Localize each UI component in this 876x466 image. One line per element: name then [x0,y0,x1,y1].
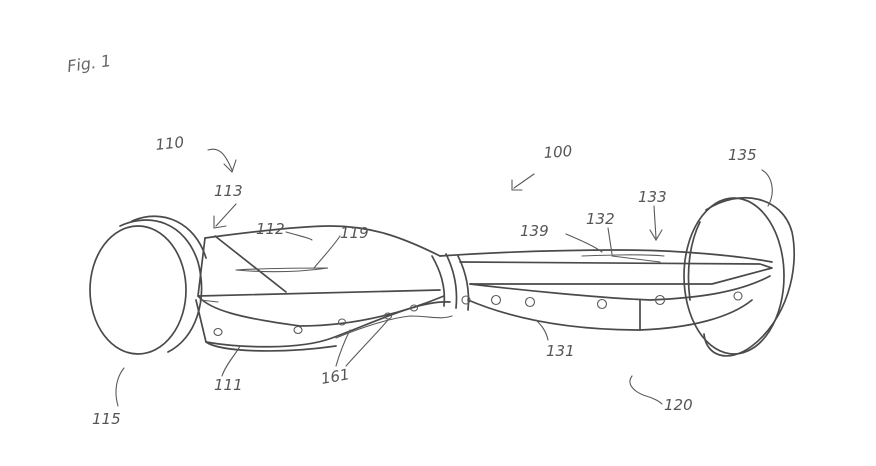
right-wheel [683,196,796,357]
label-100: 100 [543,142,573,162]
board-body [195,225,773,352]
label-113: 113 [214,182,243,200]
label-139: 139 [520,222,549,240]
left-wheel [89,215,207,355]
label-131: 131 [546,342,575,360]
label-133: 133 [638,188,667,206]
label-119: 119 [340,224,369,242]
label-112: 112 [256,220,285,238]
label-110: 110 [155,133,185,154]
label-115: 115 [92,410,121,428]
label-132: 132 [586,210,615,228]
label-111: 111 [214,376,243,394]
vent-holes [213,291,743,337]
figure-label: Fig. 1 [66,51,112,76]
label-120: 120 [664,396,693,414]
label-135: 135 [728,146,757,164]
reference-labels: 110 113 112 119 100 135 133 132 139 131 … [92,133,773,428]
label-161: 161 [320,365,351,388]
